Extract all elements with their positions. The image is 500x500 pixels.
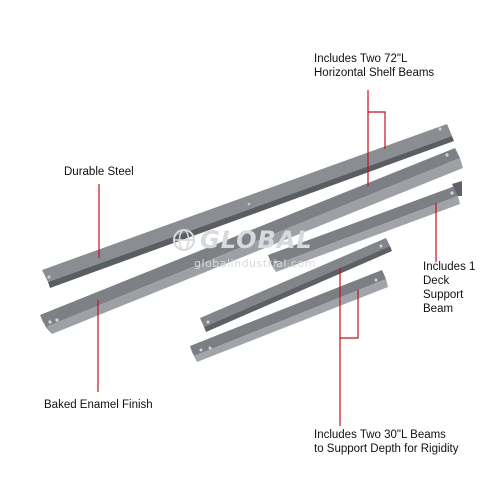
horizontal-beam-long-back <box>42 124 454 288</box>
label-short-beams: Includes Two 30"L Beams to Support Depth… <box>314 429 459 455</box>
label-deck-support: Includes 1 Deck Support Beam <box>423 261 476 315</box>
watermark-site: globalindustrial.com <box>194 257 316 270</box>
label-durable-steel: Durable Steel <box>64 166 134 178</box>
label-baked-enamel: Baked Enamel Finish <box>44 399 153 411</box>
short-beam-upper <box>200 238 392 332</box>
watermark-brand: GLOBAL <box>200 226 313 254</box>
leader-horizontal-beams <box>367 90 386 149</box>
horizontal-beam-long-front <box>40 148 463 334</box>
leader-short-beams <box>339 268 359 339</box>
label-horizontal-beams: Includes Two 72"L Horizontal Shelf Beams <box>314 53 435 79</box>
brand-watermark: GLOBAL globalindustrial.com <box>172 226 342 276</box>
leader-lines <box>97 90 437 426</box>
deck-support-beam <box>268 181 462 272</box>
watermark-globe-icon <box>173 229 195 251</box>
